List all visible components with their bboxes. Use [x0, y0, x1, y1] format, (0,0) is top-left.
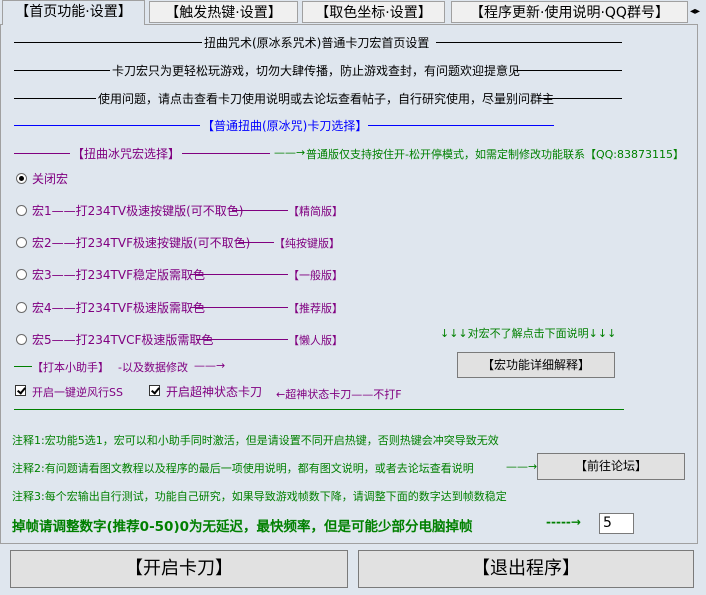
- header-line-3: 使用问题，请点击查看卡刀使用说明或去论坛查看帖子，自行研究使用，尽量别问群主: [98, 92, 555, 106]
- arrow-right-icon: ——→: [274, 146, 306, 159]
- detail-hint: ↓↓↓对宏不了解点击下面说明↓↓↓: [440, 327, 617, 340]
- divider: [14, 70, 110, 71]
- radio-macro-3[interactable]: [16, 269, 27, 280]
- divider: [232, 210, 288, 211]
- radio-label-macro-off: 关闭宏: [32, 172, 69, 186]
- macro-3-tag: 【一般版】: [288, 269, 343, 282]
- note-1: 注释1:宏功能5选1，宏可以和小助手同时激活，但是请设置不同开启热键，否则热键会…: [12, 434, 499, 447]
- divider: [190, 307, 288, 308]
- tab-scroll-arrows[interactable]: ◂▸: [690, 6, 701, 17]
- divider: [514, 70, 622, 71]
- checkbox-ss-label: 开启一键逆风行SS: [32, 386, 123, 399]
- header-title: 扭曲咒术(原冰系咒术)普通卡刀宏首页设置: [204, 36, 430, 50]
- section-title: 【普通扭曲(原冰咒)卡刀选择】: [202, 119, 368, 133]
- header-line-2: 卡刀宏只为更轻松玩游戏，切勿大肆传播，防止游戏查封，有问题欢迎提意见: [112, 64, 521, 78]
- macro-group-title: 【扭曲冰咒宏选择】: [72, 147, 181, 161]
- divider: [538, 98, 622, 99]
- helper-suffix: -以及数据修改: [118, 361, 188, 374]
- arrow-right-icon: ——→: [194, 359, 226, 372]
- tab-home-settings[interactable]: 【首页功能·设置】: [2, 0, 145, 25]
- radio-macro-5[interactable]: [16, 334, 27, 345]
- radio-label-macro-4: 宏4——打234TVF极速版需取色: [32, 301, 205, 315]
- radio-label-macro-5: 宏5——打234TVCF极速版需取色: [32, 333, 214, 347]
- macro-detail-button[interactable]: 【宏功能详细解释】: [457, 352, 615, 378]
- radio-label-macro-2: 宏2——打234TVF极速按键版(可不取色): [32, 236, 251, 250]
- divider: [196, 339, 288, 340]
- divider: [190, 274, 288, 275]
- divider: [368, 125, 554, 126]
- divider: [182, 153, 270, 154]
- tab-color-coords-settings[interactable]: 【取色坐标·设置】: [302, 1, 445, 23]
- divider: [238, 242, 274, 243]
- macro-1-tag: 【精简版】: [288, 205, 343, 218]
- arrow-right-icon: -----→: [546, 515, 581, 529]
- macro-4-tag: 【推荐版】: [288, 302, 343, 315]
- checkbox-super-state[interactable]: [149, 385, 160, 396]
- divider: [14, 409, 624, 410]
- tab-hotkey-settings[interactable]: 【触发热键·设置】: [149, 1, 298, 23]
- super-state-note: ←超神状态卡刀——不打F: [276, 388, 402, 401]
- checkbox-super-state-label: 开启超神状态卡刀: [166, 385, 263, 399]
- macro-5-tag: 【懒人版】: [288, 334, 343, 347]
- start-macro-button[interactable]: 【开启卡刀】: [10, 550, 348, 588]
- radio-macro-off[interactable]: [16, 173, 27, 184]
- helper-title: 【打本小助手】: [32, 361, 109, 374]
- divider: [14, 42, 202, 43]
- divider: [14, 98, 96, 99]
- main-panel: [0, 24, 698, 544]
- exit-program-button[interactable]: 【退出程序】: [358, 550, 694, 588]
- tab-update-help-qq[interactable]: 【程序更新·使用说明·QQ群号】: [451, 1, 688, 23]
- forum-button[interactable]: 【前往论坛】: [537, 453, 685, 480]
- note-3: 注释3:每个宏输出自行测试，功能自己研究，如果导致游戏帧数下降，请调整下面的数字…: [12, 490, 507, 503]
- divider: [14, 125, 200, 126]
- tab-bar: 【首页功能·设置】 【触发热键·设置】 【取色坐标·设置】 【程序更新·使用说明…: [0, 0, 706, 25]
- frame-delay-input[interactable]: 5: [599, 513, 634, 534]
- macro-2-tag: 【纯按键版】: [274, 237, 340, 250]
- frame-delay-label: 掉帧请调整数字(推荐0-50)0为无延迟，最快频率，但是可能少部分电脑掉帧: [12, 519, 473, 535]
- radio-label-macro-1: 宏1——打234TV极速按键版(可不取色): [32, 204, 244, 218]
- radio-macro-2[interactable]: [16, 237, 27, 248]
- radio-macro-1[interactable]: [16, 205, 27, 216]
- divider: [14, 366, 32, 367]
- divider: [436, 42, 622, 43]
- divider: [14, 153, 70, 154]
- radio-label-macro-3: 宏3——打234TVF稳定版需取色: [32, 268, 205, 282]
- radio-macro-4[interactable]: [16, 302, 27, 313]
- mode-notice: 普通版仅支持按住开-松开停模式，如需定制修改功能联系【QQ:83873115】: [306, 148, 684, 161]
- note-2: 注释2:有问题请看图文教程以及程序的最后一项使用说明，都有图文说明，或者去论坛查…: [12, 462, 474, 475]
- arrow-right-icon: ——→: [506, 460, 538, 473]
- checkbox-ss[interactable]: [15, 385, 26, 396]
